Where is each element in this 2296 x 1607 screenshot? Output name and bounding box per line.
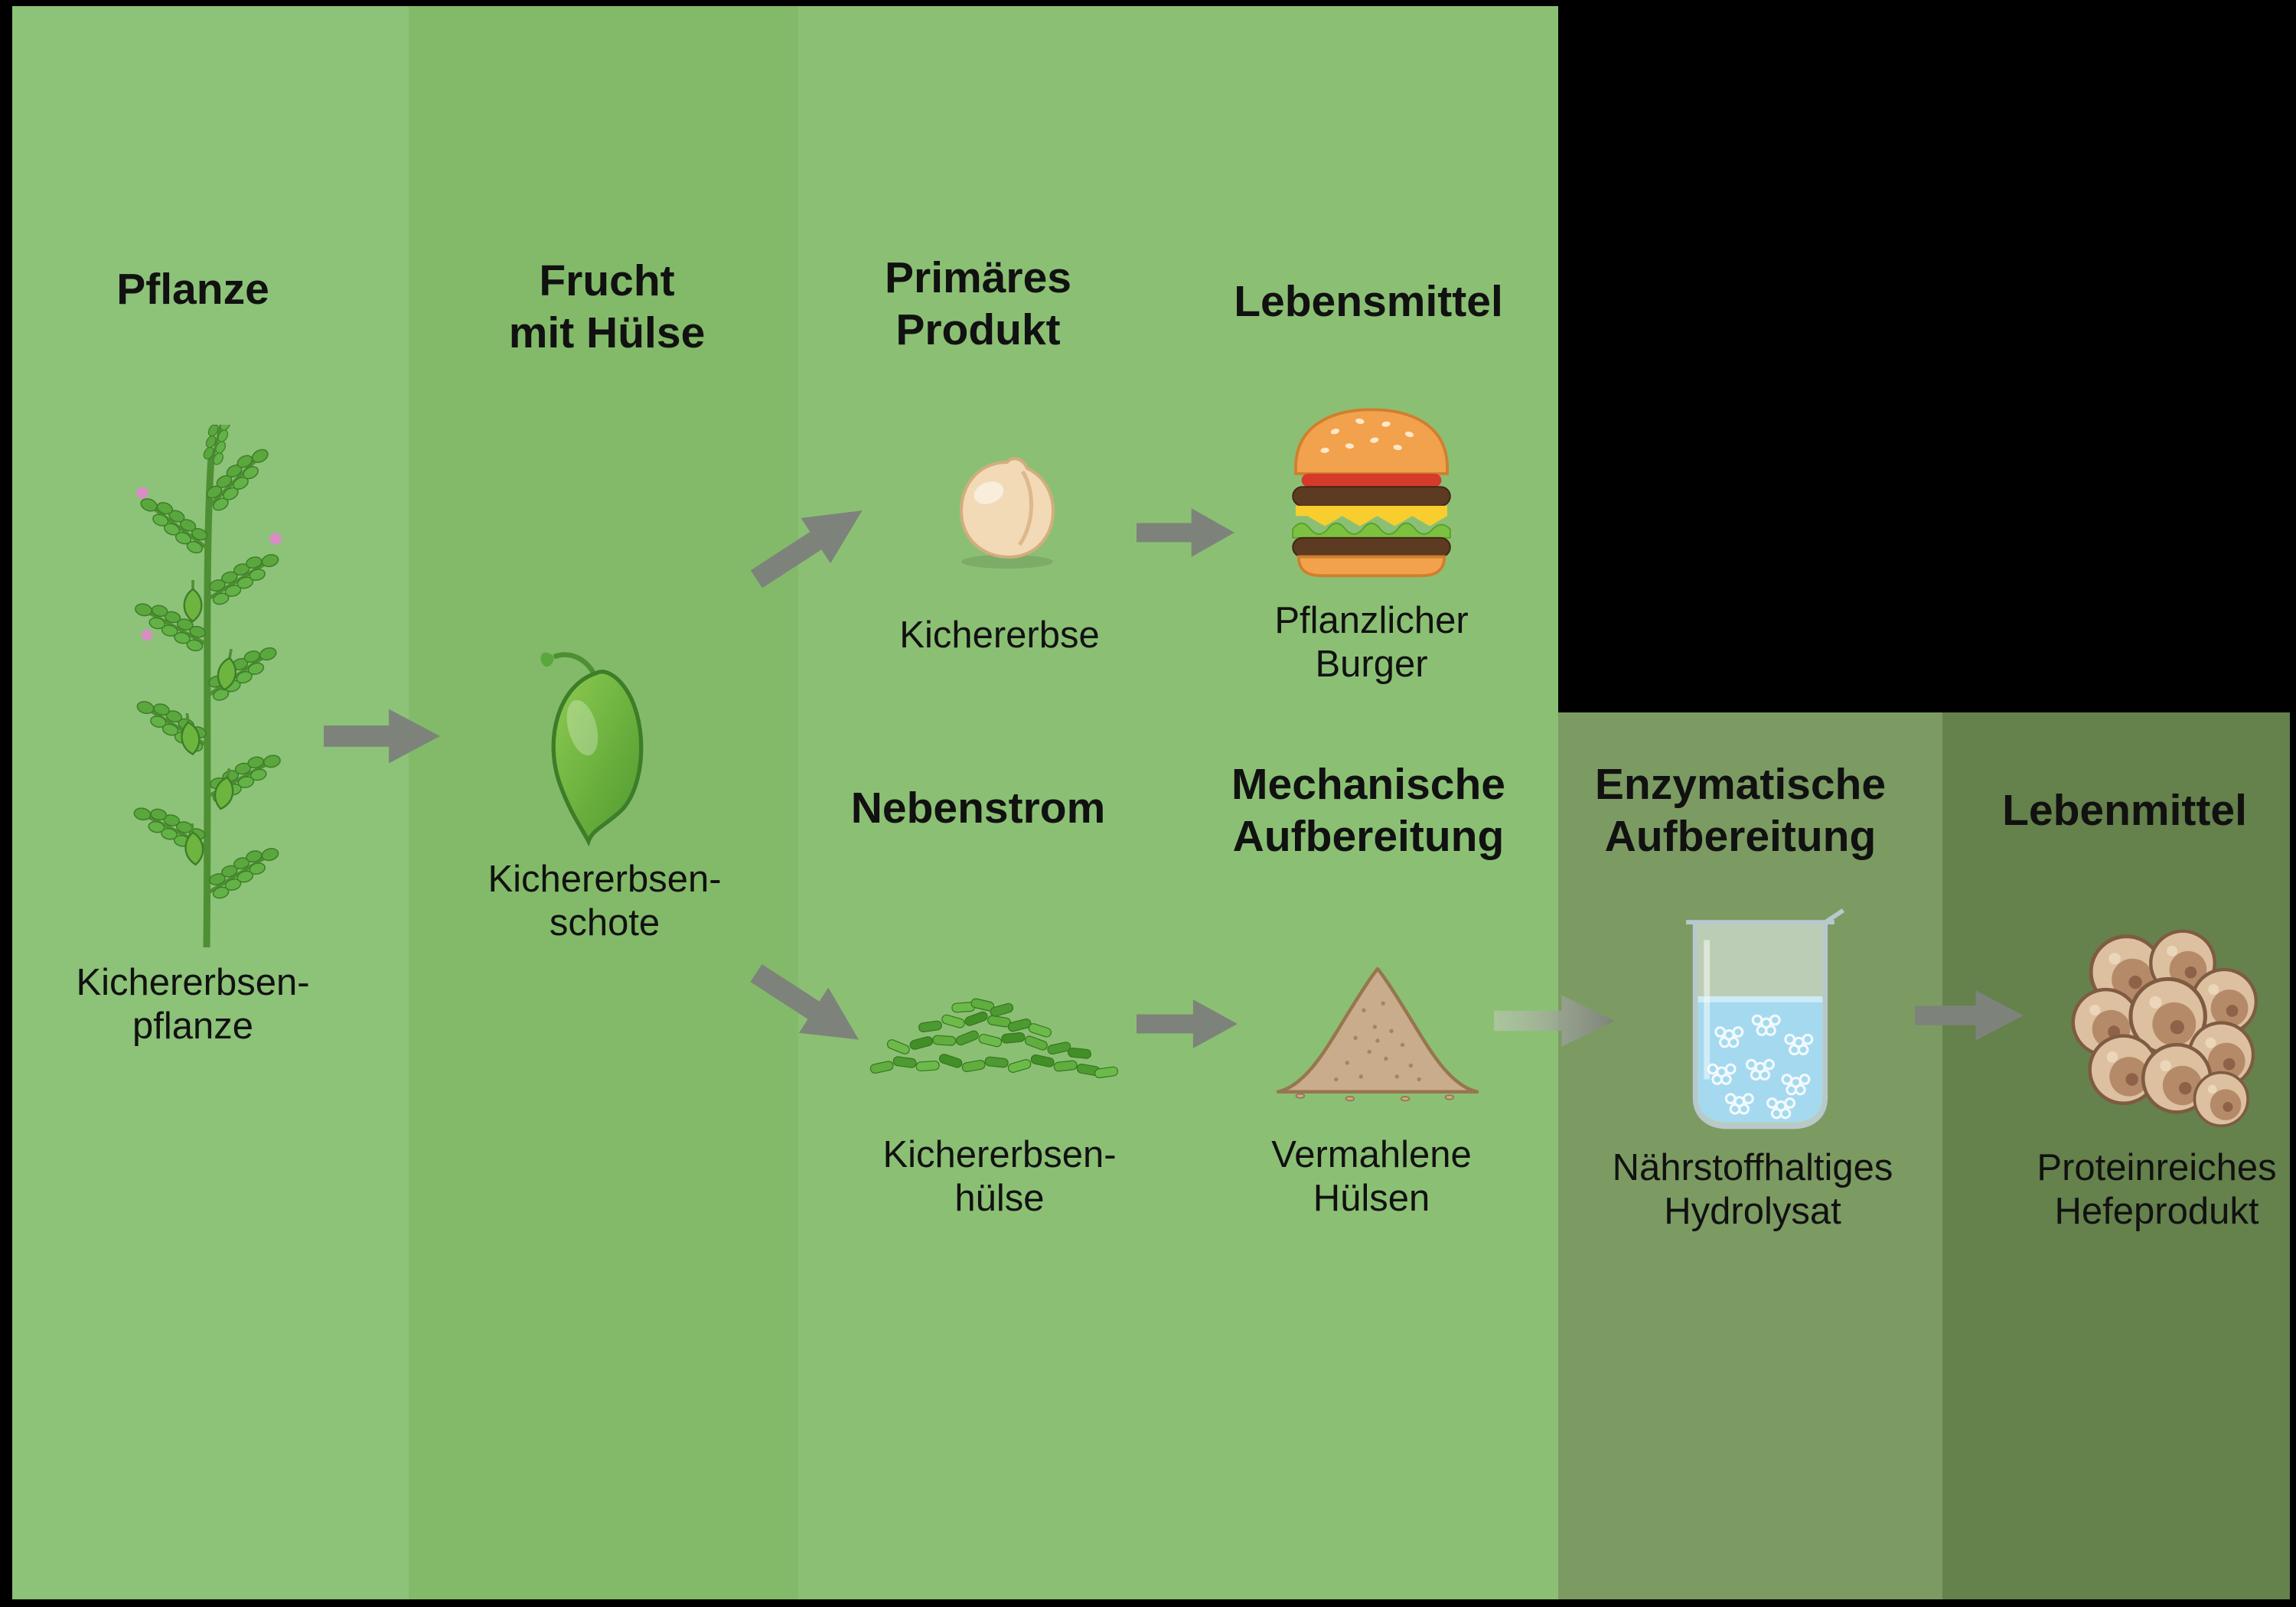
header-mechanische: Mechanische Aufbereitung	[1231, 760, 1505, 862]
veggie-burger-illustration	[1269, 398, 1474, 580]
hydrolysate-beaker-illustration	[1662, 901, 1855, 1139]
arrow-chickpea-to-burger	[1137, 505, 1234, 560]
band-main	[798, 6, 1558, 1599]
header-lebenmittel: Lebenmittel	[2002, 786, 2247, 835]
header-nebenstrom: Nebenstrom	[850, 784, 1106, 833]
chickpea-illustration	[943, 450, 1073, 572]
chickpea-plant-illustration	[92, 425, 321, 960]
arrow-beaker-to-yeast	[1915, 987, 2024, 1044]
yeast-product-illustration	[2050, 917, 2272, 1143]
caption-pflanzlicher-burger: Pflanzlicher Burger	[1274, 600, 1469, 686]
header-lebensmittel: Lebensmittel	[1234, 277, 1503, 326]
ground-hulls-illustration	[1267, 955, 1489, 1104]
caption-kichererbsenhuelse: Kichererbsen- hülse	[882, 1134, 1117, 1220]
caption-kichererbsenschote: Kichererbsen- schote	[488, 859, 722, 944]
header-enzymatische: Enzymatische Aufbereitung	[1594, 760, 1887, 862]
caption-kichererbse: Kichererbse	[899, 614, 1100, 656]
arrow-pod-to-chickpea	[740, 485, 879, 605]
header-frucht: Frucht mit Hülse	[508, 256, 706, 358]
chickpea-pod-illustration	[533, 647, 660, 849]
arrow-plant-to-pod	[324, 706, 440, 767]
header-pflanze: Pflanze	[116, 265, 269, 314]
arrow-pod-to-hulls	[739, 947, 876, 1065]
caption-hydrolysat: Nährstoffhaltiges Hydrolysat	[1612, 1147, 1893, 1233]
caption-kichererbsenpflanze: Kichererbsen- pflanze	[76, 962, 310, 1048]
caption-hefeprodukt: Proteinreiches Hefeprodukt	[2037, 1147, 2277, 1233]
band-food	[1942, 712, 2290, 1599]
band-enzymatic	[1558, 712, 1942, 1599]
chickpea-hulls-illustration	[863, 986, 1120, 1085]
arrow-hulls-to-ground	[1137, 996, 1238, 1051]
header-primaeres: Primäres Produkt	[884, 253, 1072, 355]
arrow-ground-to-beaker	[1494, 992, 1615, 1050]
caption-vermahlene-huelsen: Vermahlene Hülsen	[1271, 1134, 1472, 1220]
